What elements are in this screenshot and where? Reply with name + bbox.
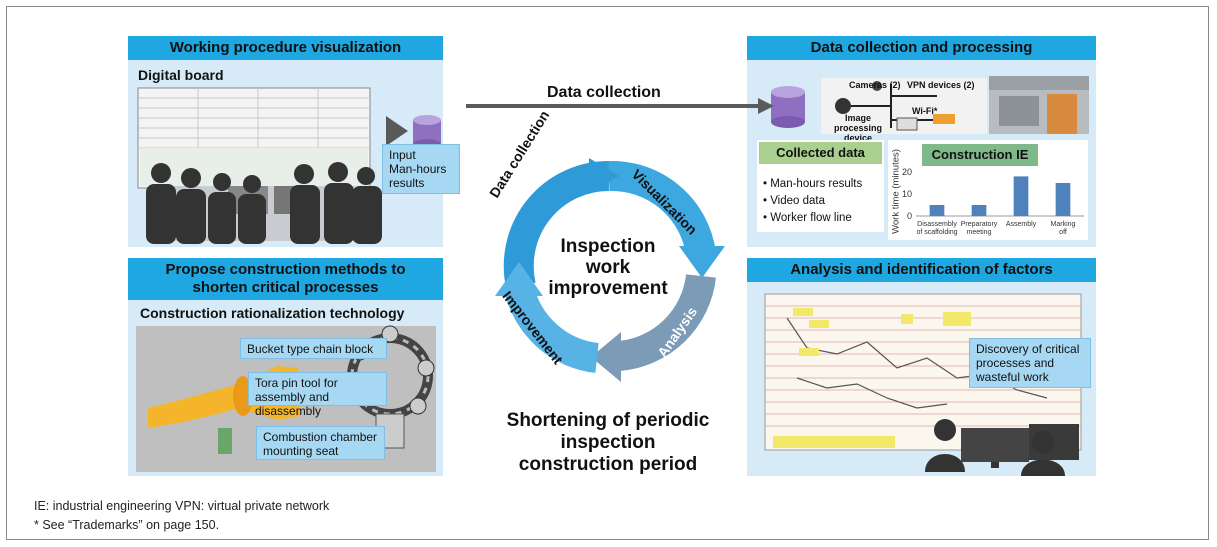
panel-data-collection: Data collection and processing Cameras (… bbox=[747, 36, 1096, 247]
x-tick-label: Preparatory bbox=[961, 221, 998, 228]
vpn-devices-label: VPN devices (2) bbox=[907, 80, 975, 90]
x-tick-label: off bbox=[1059, 229, 1067, 236]
outcome-line: Shortening of periodic bbox=[506, 410, 710, 431]
panel-analysis: Analysis and identification of factors bbox=[747, 258, 1096, 476]
panel-title: Analysis and identification of factors bbox=[747, 258, 1096, 282]
outcome-line: inspection bbox=[560, 432, 656, 453]
panel-working-procedure: Working procedure visualization Digital … bbox=[128, 36, 460, 247]
panel-title-line: shorten critical processes bbox=[192, 279, 379, 296]
chart-bar bbox=[971, 205, 987, 216]
callout-line: Input bbox=[389, 148, 416, 162]
panel-title: Working procedure visualization bbox=[128, 36, 443, 60]
x-tick-label: Assembly bbox=[1006, 221, 1037, 228]
outcome-line: construction period bbox=[518, 454, 698, 475]
discovery-callout: Discovery of critical processes and wast… bbox=[969, 338, 1091, 388]
wifi-label: Wi-Fi* bbox=[912, 106, 938, 116]
panel-title-line: Propose construction methods to bbox=[165, 261, 406, 278]
data-collection-arrow-label: Data collection bbox=[547, 84, 661, 101]
chart-title: Construction IE bbox=[922, 144, 1038, 166]
footnote-abbreviations: IE: industrial engineering VPN: virtual … bbox=[34, 499, 330, 513]
x-tick-label: Marking bbox=[1051, 221, 1076, 228]
tora-pin-tool-callout: Tora pin tool for assembly and disassemb… bbox=[248, 372, 387, 418]
panel-propose-methods: Propose construction methods to shorten … bbox=[128, 258, 443, 476]
digital-board-illustration bbox=[137, 87, 441, 244]
panel-title: Data collection and processing bbox=[747, 36, 1096, 60]
input-results-callout: Input Man-hours results bbox=[382, 144, 460, 194]
callout-line: results bbox=[389, 176, 425, 190]
collected-data-title: Collected data bbox=[759, 142, 882, 164]
list-item: • Man-hours results bbox=[763, 178, 863, 190]
cameras-label: Cameras (2) bbox=[849, 80, 901, 90]
panel-subtitle: Digital board bbox=[138, 67, 224, 83]
center-line: improvement bbox=[548, 278, 668, 299]
center-line: work bbox=[585, 257, 631, 278]
panel-subtitle: Construction rationalization technology bbox=[140, 305, 405, 321]
combustion-chamber-callout: Combustion chamber mounting seat bbox=[256, 426, 385, 460]
improvement-cycle bbox=[495, 158, 725, 382]
outcome-text: Shortening of periodic inspection constr… bbox=[478, 410, 738, 476]
x-tick-label: meeting bbox=[967, 229, 992, 236]
center-line: Inspection bbox=[560, 236, 656, 257]
list-item: • Worker flow line bbox=[763, 212, 852, 224]
figure-frame bbox=[6, 6, 1209, 540]
bucket-chain-block-callout: Bucket type chain block bbox=[240, 338, 387, 359]
list-item: • Video data bbox=[763, 195, 826, 207]
data-collection-arrow bbox=[466, 98, 774, 114]
callout-line: Man-hours bbox=[389, 162, 447, 176]
collected-data-list: • Man-hours results • Video data • Worke… bbox=[763, 176, 862, 227]
x-tick-label: Disassembly bbox=[917, 221, 957, 228]
panel-title: Propose construction methods to shorten … bbox=[128, 258, 443, 300]
device-network-illustration bbox=[771, 76, 1089, 134]
image-processing-label: Image processing device bbox=[833, 113, 882, 143]
footnote-trademarks: * See “Trademarks” on page 150. bbox=[34, 518, 220, 532]
y-tick-label: 10 bbox=[902, 189, 912, 199]
y-tick-label: 0 bbox=[907, 211, 912, 221]
chart-bar bbox=[1055, 183, 1071, 216]
y-tick-label: 20 bbox=[902, 167, 912, 177]
cycle-center-text: Inspection work improvement bbox=[538, 236, 678, 299]
chart-bar bbox=[929, 205, 945, 216]
x-tick-label: of scaffolding bbox=[916, 229, 957, 236]
chart-bar bbox=[1013, 176, 1029, 216]
